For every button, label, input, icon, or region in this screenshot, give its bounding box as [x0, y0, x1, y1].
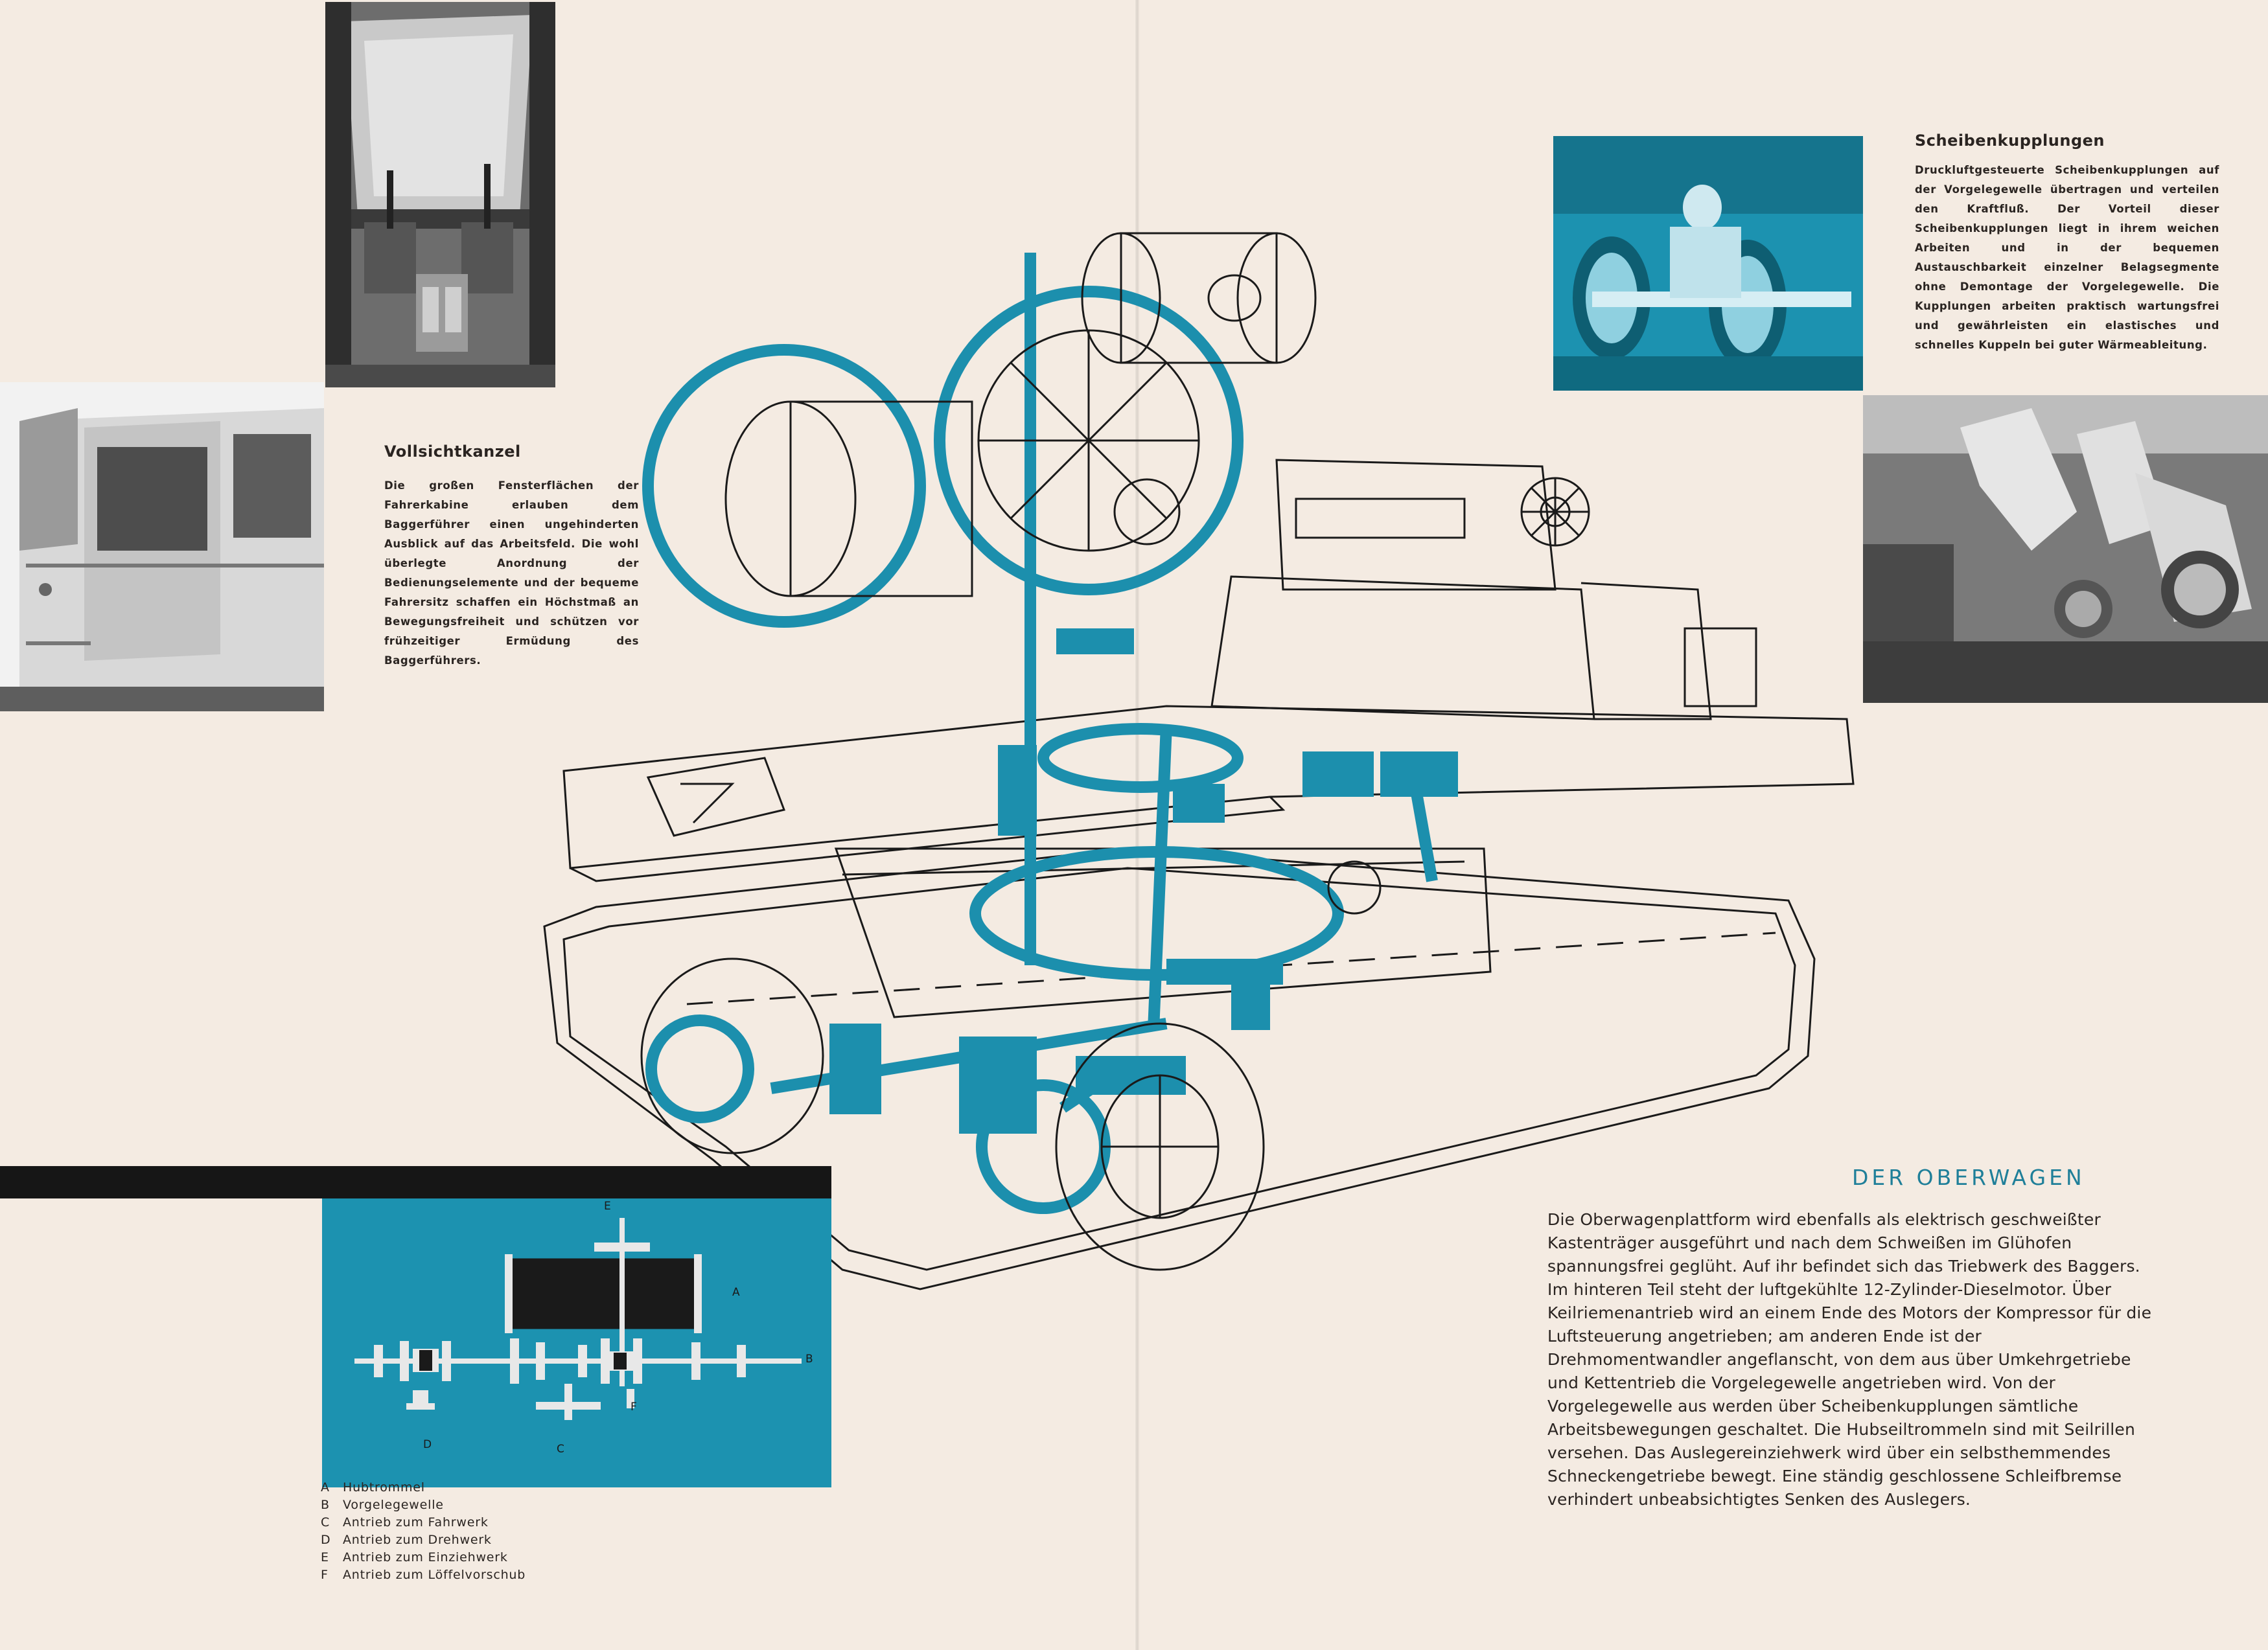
schematic-label-e: E [604, 1200, 611, 1213]
gear-schematic-panel: E A B F D C [322, 1198, 831, 1487]
schematic-legend: A Hubtrommel B Vorgelegewelle C Antrieb … [321, 1479, 658, 1584]
schematic-label-d: D [423, 1438, 432, 1451]
legend-item: B Vorgelegewelle [321, 1496, 658, 1514]
cabin-heading: Vollsichtkanzel [384, 442, 521, 461]
legend-key: B [321, 1498, 330, 1512]
legend-item: D Antrieb zum Drehwerk [321, 1531, 658, 1549]
legend-key: A [321, 1480, 330, 1495]
legend-label: Antrieb zum Drehwerk [343, 1533, 492, 1547]
legend-label: Vorgelegewelle [343, 1498, 444, 1512]
main-heading: DER OBERWAGEN [1852, 1165, 2085, 1190]
legend-label: Antrieb zum Löffelvorschub [343, 1568, 526, 1582]
disc-coupling-photo [1553, 136, 1863, 391]
cabin-exterior-photo [0, 382, 324, 711]
legend-label: Antrieb zum Fahrwerk [343, 1515, 489, 1530]
legend-key: E [321, 1550, 329, 1564]
schematic-label-c: C [557, 1443, 564, 1456]
legend-item: E Antrieb zum Einziehwerk [321, 1549, 658, 1566]
section-divider-bar [0, 1166, 831, 1198]
schematic-label-a: A [732, 1286, 740, 1299]
schematic-label-f: F [631, 1401, 637, 1414]
legend-label: Antrieb zum Einziehwerk [343, 1550, 508, 1564]
legend-item: A Hubtrommel [321, 1479, 658, 1496]
legend-label: Hubtrommel [343, 1480, 425, 1495]
legend-key: C [321, 1515, 330, 1530]
legend-key: F [321, 1568, 329, 1582]
coupling-heading: Scheibenkupplungen [1915, 132, 2105, 150]
coupling-text: Druckluftgesteuerte Scheibenkupplungen a… [1915, 164, 2219, 351]
main-body-text: Die Oberwagenplattform wird ebenfalls al… [1547, 1210, 2152, 1509]
schematic-label-b: B [805, 1353, 813, 1366]
cabin-text: Die großen Fensterflächen der Fahrerkabi… [384, 479, 639, 667]
legend-key: D [321, 1533, 331, 1547]
legend-item: C Antrieb zum Fahrwerk [321, 1514, 658, 1531]
legend-item: F Antrieb zum Löffelvorschub [321, 1566, 658, 1584]
cabin-interior-photo [325, 2, 555, 387]
workshop-photo [1863, 395, 2268, 703]
excavator-cutaway-illustration [480, 227, 1892, 1302]
